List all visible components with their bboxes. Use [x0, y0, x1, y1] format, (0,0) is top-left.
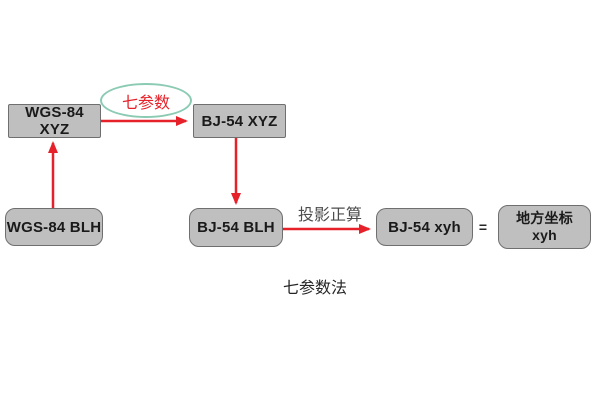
node-bj54-blh-label: BJ-54 BLH [197, 219, 275, 236]
node-bj54-xyz-label: BJ-54 XYZ [201, 112, 278, 130]
node-wgs84-blh-label: WGS-84 BLH [6, 218, 102, 236]
node-local-coordinates-label-line1: 地方坐标 [516, 210, 573, 227]
seven-parameters-label: 七参数 [121, 94, 170, 112]
node-local-coordinates-label-line2: xyh [532, 227, 557, 243]
node-bj54-xyh: BJ-54 xyh [376, 208, 473, 246]
projection-forward-label: 投影正算 [297, 207, 362, 224]
equals-sign: = [478, 219, 488, 235]
node-bj54-blh: BJ-54 BLH [189, 208, 283, 247]
node-wgs84-blh: WGS-84 BLH [5, 208, 103, 246]
node-local-coordinates-xyh: 地方坐标 xyh [498, 205, 591, 249]
node-wgs84-xyz-label: WGS-84 XYZ [25, 104, 84, 138]
node-bj54-xyh-label: BJ-54 xyh [388, 218, 461, 236]
diagram-caption: 七参数法 [282, 280, 347, 297]
node-bj54-xyz: BJ-54 XYZ [193, 104, 286, 138]
seven-parameters-ellipse: 七参数 [100, 83, 192, 118]
node-wgs84-xyz: WGS-84 XYZ [8, 104, 101, 138]
